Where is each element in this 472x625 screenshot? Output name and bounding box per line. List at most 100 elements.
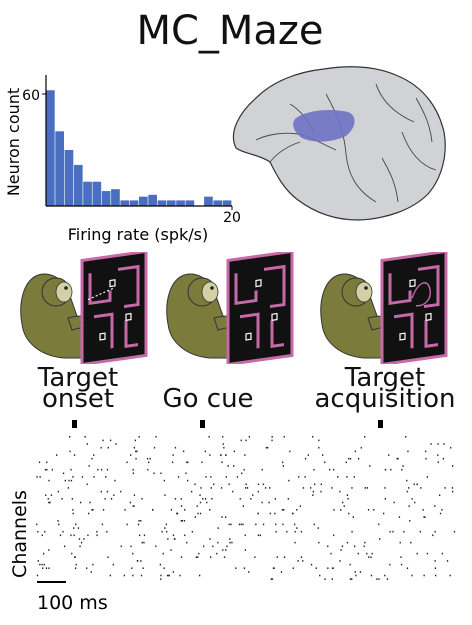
spike-mark <box>452 490 454 493</box>
spike-mark <box>222 443 224 445</box>
spike-mark <box>401 468 403 471</box>
spike-mark <box>123 574 125 577</box>
spike-mark <box>286 530 288 533</box>
spike-mark <box>370 556 372 558</box>
spike-mark <box>369 465 371 467</box>
spike-mark <box>259 534 261 537</box>
spike-mark <box>143 541 145 544</box>
histogram-bar <box>222 200 232 206</box>
firing-rate-histogram: 60 20 Firing rate (spk/s) Neuron count <box>4 75 241 244</box>
spike-mark <box>300 530 303 533</box>
spike-mark <box>56 454 58 456</box>
spike-mark <box>225 454 227 456</box>
spike-mark <box>331 487 333 489</box>
spike-mark <box>245 487 247 489</box>
spike-mark <box>77 527 80 529</box>
monkey-maze-target-onset <box>20 252 148 364</box>
spike-mark <box>204 450 206 453</box>
spike-mark <box>46 468 48 471</box>
spike-mark <box>184 534 186 537</box>
spike-mark <box>107 556 109 558</box>
spike-mark <box>72 476 74 478</box>
spike-mark <box>92 509 94 511</box>
spike-mark <box>172 454 174 456</box>
spike-mark <box>176 512 179 515</box>
spike-mark <box>304 476 306 478</box>
spike-mark <box>92 563 94 566</box>
spike-mark <box>346 476 348 478</box>
spike-mark <box>396 457 398 460</box>
spike-mark <box>210 487 212 489</box>
spike-mark <box>221 461 223 464</box>
spike-mark <box>354 571 356 573</box>
event-marker-target-acquisition <box>378 420 383 428</box>
spike-mark <box>203 545 205 548</box>
spike-mark <box>423 574 425 577</box>
spike-mark <box>339 490 341 493</box>
spike-mark <box>318 541 320 544</box>
spike-mark <box>130 545 132 548</box>
spike-mark <box>36 574 39 577</box>
spike-mark <box>426 552 429 555</box>
spike-mark <box>426 476 428 478</box>
spike-mark <box>163 567 165 569</box>
spike-mark <box>364 541 366 544</box>
spike-mark <box>413 483 415 486</box>
spike-mark <box>302 487 305 489</box>
spike-mark <box>268 501 270 504</box>
spike-mark <box>289 450 291 453</box>
spike-mark <box>393 501 395 504</box>
recorded-region <box>293 110 355 142</box>
spike-mark <box>384 498 386 500</box>
spike-mark <box>198 552 200 555</box>
spike-mark <box>407 450 409 453</box>
spike-mark <box>45 567 48 569</box>
spike-mark <box>315 567 317 569</box>
spike-mark <box>191 490 193 493</box>
spike-mark <box>106 490 109 493</box>
spike-mark <box>254 556 256 558</box>
spike-mark <box>437 461 439 464</box>
spike-mark <box>327 567 329 569</box>
spike-dots <box>36 436 456 580</box>
spike-mark <box>349 457 352 460</box>
spike-mark <box>89 501 91 504</box>
spike-mark <box>181 520 183 522</box>
spike-mark <box>166 574 169 577</box>
spike-mark <box>333 509 335 511</box>
spike-mark <box>106 530 108 533</box>
spike-mark <box>164 494 166 496</box>
spike-mark <box>351 530 353 533</box>
spike-mark <box>425 457 427 460</box>
spike-mark <box>241 472 243 475</box>
spike-mark <box>133 505 135 507</box>
spike-mark <box>384 487 386 489</box>
spike-mark <box>48 567 50 569</box>
spike-mark <box>114 479 116 482</box>
spike-mark <box>39 563 41 566</box>
spike-mark <box>283 509 285 511</box>
event-marker-go-cue <box>200 420 205 428</box>
spike-mark <box>349 578 352 580</box>
spike-mark <box>107 446 109 449</box>
spike-mark <box>201 461 203 464</box>
spike-mark <box>225 516 227 518</box>
spike-mark <box>233 465 235 467</box>
spike-mark <box>69 450 71 453</box>
spike-mark <box>322 454 324 456</box>
spike-mark <box>453 530 456 533</box>
spike-mark <box>104 498 106 500</box>
spike-mark <box>283 556 286 558</box>
spike-mark <box>233 450 235 453</box>
spike-mark <box>408 505 410 507</box>
spike-mark <box>397 457 399 460</box>
spike-mark <box>424 516 426 518</box>
spike-mark <box>441 509 443 511</box>
spike-mark <box>231 541 233 544</box>
spike-mark <box>320 483 322 486</box>
spike-mark <box>411 498 413 500</box>
spike-mark <box>437 454 439 456</box>
spike-mark <box>37 560 39 562</box>
spike-mark <box>275 523 277 526</box>
spike-mark <box>269 512 271 515</box>
